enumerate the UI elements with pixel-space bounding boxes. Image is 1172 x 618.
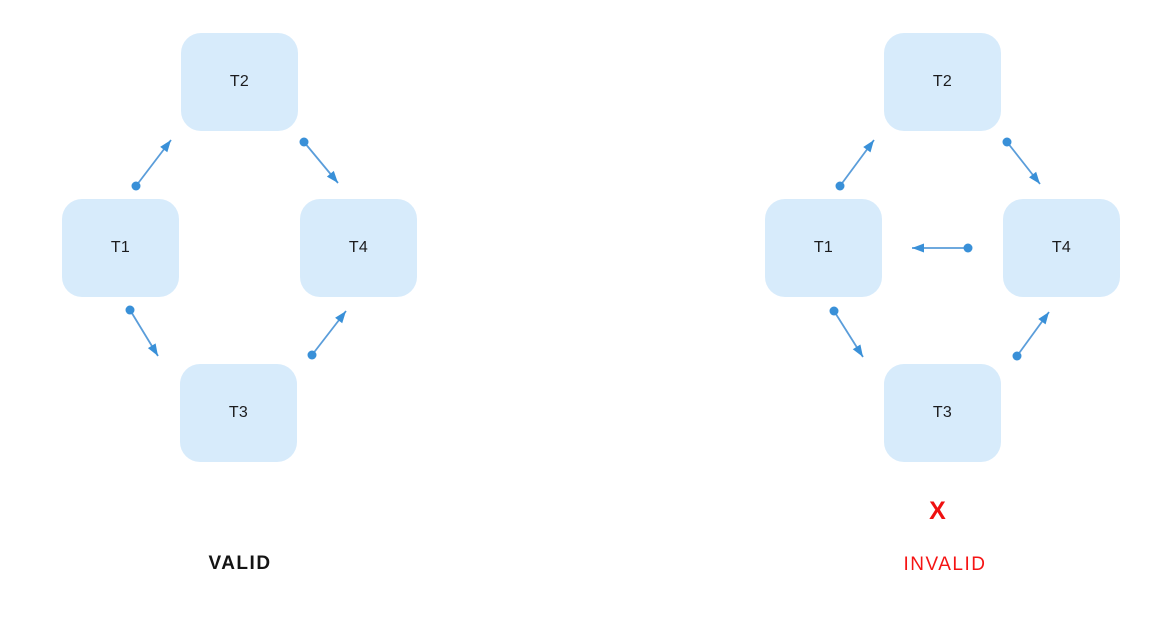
arrow-source-dot <box>131 181 141 191</box>
arrow-left-t3-t4 <box>307 310 347 360</box>
arrow-source-dot <box>299 137 309 147</box>
invalid-caption: INVALID <box>903 554 987 575</box>
arrow-right-t4-t1 <box>912 243 973 253</box>
arrow-source-dot <box>835 181 845 191</box>
arrow-left-t2-t4 <box>299 137 339 184</box>
node-label: T1 <box>813 239 834 256</box>
node-label: T3 <box>228 404 249 421</box>
node-t4-right: T4 <box>1003 199 1120 297</box>
arrow-left-t1-t2 <box>131 139 172 191</box>
node-label: T2 <box>932 73 953 90</box>
arrow-source-dot <box>1012 351 1022 361</box>
node-label: T1 <box>110 239 131 256</box>
node-t2-right: T2 <box>884 33 1001 131</box>
arrow-right-t1-t3 <box>829 306 864 358</box>
node-t1-right: T1 <box>765 199 882 297</box>
arrow-source-dot <box>829 306 839 316</box>
node-t3-right: T3 <box>884 364 1001 462</box>
node-label: T4 <box>1051 239 1072 256</box>
node-label: T2 <box>229 73 250 90</box>
arrow-right-t1-t2 <box>835 139 875 191</box>
valid-caption: VALID <box>208 553 272 574</box>
node-label: T3 <box>932 404 953 421</box>
arrow-right-t3-t4 <box>1012 311 1050 361</box>
arrow-source-dot <box>1002 137 1012 147</box>
arrow-left-t1-t3 <box>125 305 159 357</box>
arrow-source-dot <box>963 243 973 253</box>
node-t4-left: T4 <box>300 199 417 297</box>
arrow-right-t2-t4 <box>1002 137 1041 185</box>
node-t2-left: T2 <box>181 33 298 131</box>
node-t1-left: T1 <box>62 199 179 297</box>
node-label: T4 <box>348 239 369 256</box>
arrow-source-dot <box>307 350 317 360</box>
node-t3-left: T3 <box>180 364 297 462</box>
invalid-x-mark: X <box>929 497 946 525</box>
arrow-source-dot <box>125 305 135 315</box>
